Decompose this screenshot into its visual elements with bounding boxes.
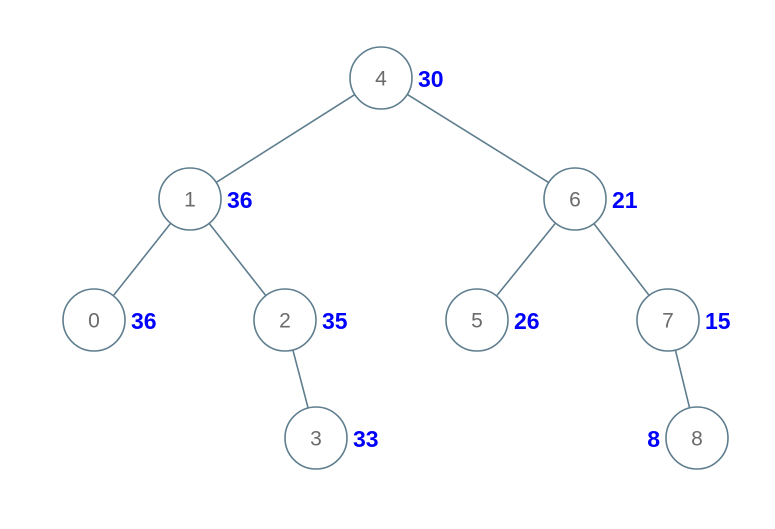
node-circle[interactable]: [158, 167, 222, 231]
node-label: 3: [310, 428, 322, 451]
node-circle[interactable]: [665, 406, 729, 470]
node-weight-label: 35: [322, 308, 348, 334]
node-label: 4: [375, 68, 387, 91]
node-label: 0: [88, 310, 100, 333]
node-circle[interactable]: [543, 167, 607, 231]
tree-edge: [406, 93, 550, 184]
tree-node[interactable]: 0 36: [62, 288, 157, 352]
tree-edge: [112, 222, 172, 297]
node-label: 7: [662, 310, 674, 333]
edges-group: [112, 93, 691, 409]
node-circle[interactable]: [284, 406, 348, 470]
node-weight-label: 36: [131, 308, 157, 334]
tree-node[interactable]: 4 30: [349, 46, 444, 110]
node-weight-label: 36: [227, 187, 253, 213]
tree-edge: [593, 222, 650, 297]
node-weight-label: 15: [705, 308, 731, 334]
tree-node[interactable]: 2 35: [253, 288, 348, 352]
node-circle[interactable]: [253, 288, 317, 352]
node-label: 2: [279, 310, 291, 333]
node-weight-label: 21: [612, 187, 638, 213]
tree-edge: [495, 222, 557, 297]
node-weight-label: 8: [647, 426, 660, 452]
node-circle[interactable]: [636, 288, 700, 352]
tree-node[interactable]: 1 36: [158, 167, 253, 231]
tree-node[interactable]: 6 21: [543, 167, 638, 231]
node-label: 5: [471, 310, 483, 333]
tree-edge: [208, 222, 267, 297]
tree-node[interactable]: 88: [647, 406, 729, 470]
node-circle[interactable]: [445, 288, 509, 352]
node-label: 6: [569, 189, 581, 212]
tree-edge: [674, 349, 691, 409]
node-label: 1: [184, 189, 196, 212]
tree-node[interactable]: 7 15: [636, 288, 731, 352]
tree-edge: [292, 349, 309, 409]
node-circle[interactable]: [349, 46, 413, 110]
tree-node[interactable]: 5 26: [445, 288, 540, 352]
tree-edge: [215, 93, 356, 184]
node-label: 8: [691, 428, 703, 451]
node-weight-label: 30: [418, 66, 444, 92]
node-circle[interactable]: [62, 288, 126, 352]
node-weight-label: 33: [353, 426, 379, 452]
node-weight-label: 26: [514, 308, 540, 334]
